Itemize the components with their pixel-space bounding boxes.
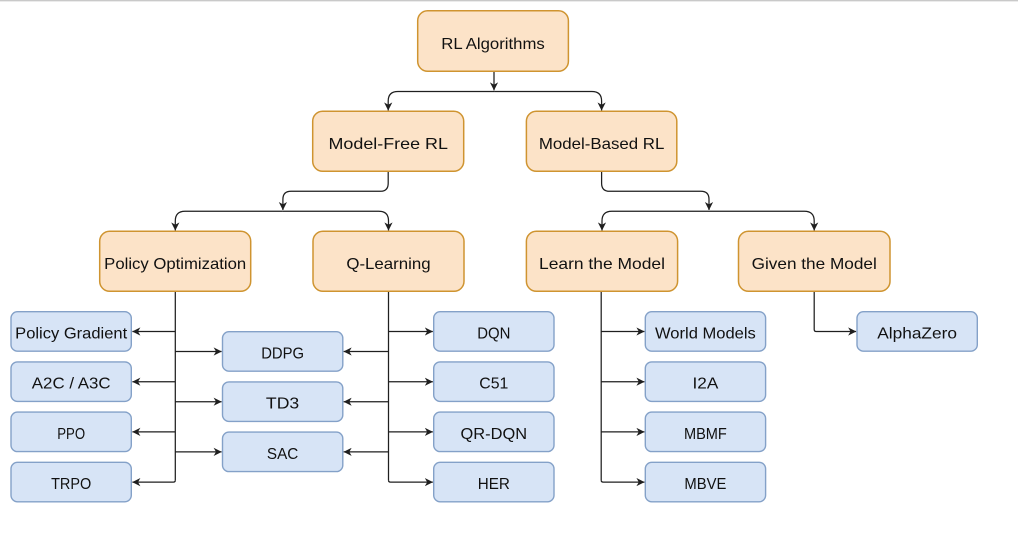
- svg-text:Learn the Model: Learn the Model: [539, 256, 665, 273]
- svg-text:PPO: PPO: [57, 426, 85, 443]
- svg-text:A2C / A3C: A2C / A3C: [32, 376, 111, 393]
- svg-text:AlphaZero: AlphaZero: [877, 325, 957, 342]
- svg-text:Q-Learning: Q-Learning: [346, 256, 430, 273]
- svg-text:C51: C51: [479, 376, 508, 393]
- svg-text:DDPG: DDPG: [261, 345, 304, 362]
- svg-text:SAC: SAC: [267, 446, 298, 463]
- svg-text:Given the Model: Given the Model: [752, 256, 877, 273]
- svg-text:MBMF: MBMF: [684, 426, 727, 443]
- svg-text:QR-DQN: QR-DQN: [461, 426, 528, 443]
- svg-text:DQN: DQN: [477, 325, 510, 342]
- svg-text:MBVE: MBVE: [684, 476, 726, 493]
- svg-text:TD3: TD3: [266, 396, 299, 413]
- svg-text:HER: HER: [478, 476, 510, 493]
- svg-text:TRPO: TRPO: [51, 476, 91, 493]
- svg-text:I2A: I2A: [693, 376, 719, 393]
- svg-text:Policy Optimization: Policy Optimization: [104, 256, 246, 273]
- svg-text:Model-Based RL: Model-Based RL: [539, 136, 665, 153]
- svg-text:RL Algorithms: RL Algorithms: [441, 36, 545, 53]
- svg-text:World Models: World Models: [655, 325, 756, 342]
- svg-text:Policy Gradient: Policy Gradient: [15, 325, 128, 342]
- svg-text:Model-Free RL: Model-Free RL: [329, 136, 449, 153]
